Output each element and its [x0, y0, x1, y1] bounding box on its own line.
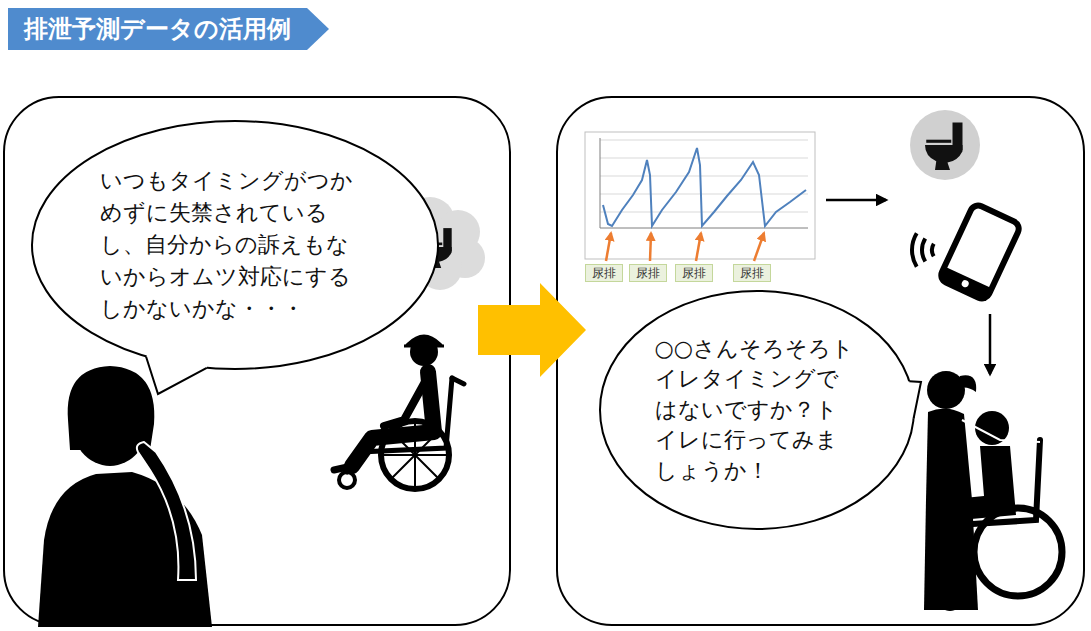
event-arrow	[650, 233, 651, 261]
grid-line	[600, 158, 808, 159]
care-scene-silhouette	[924, 371, 1062, 610]
caregiver-silhouette	[38, 366, 212, 627]
title-banner	[8, 8, 329, 50]
caregiver-arm	[962, 420, 1040, 442]
user-foot	[334, 466, 352, 470]
event-arrow	[754, 233, 764, 261]
event-tag: 尿排	[675, 264, 713, 282]
bubble-ellipse	[32, 121, 438, 369]
event-arrow	[606, 233, 611, 261]
excretion-chart	[585, 132, 815, 261]
event-tag: 尿排	[585, 264, 623, 282]
scene-panel	[557, 97, 1084, 625]
tag-text: 尿排	[682, 266, 706, 280]
tag-text: 尿排	[592, 266, 616, 280]
wireless-wave	[920, 237, 927, 262]
grid-line	[600, 194, 808, 195]
title-text: 排泄予測データの活用例	[24, 14, 291, 44]
event-tag: 尿排	[733, 264, 771, 282]
speech-text: いつもタイミングがつかめずに失禁されているし、自分からの訴えもないからオムツ対応…	[100, 165, 370, 324]
caregiver-head	[927, 371, 965, 409]
wireless-wave	[930, 243, 935, 258]
caregiver-hair	[68, 366, 155, 450]
speech-text: ○○さんそろそろトイレタイミングではないですか？トイレに行ってみましょうか！	[655, 334, 860, 486]
bubble-tail-fill	[146, 345, 210, 394]
chair-frame	[950, 440, 1040, 592]
phone-body	[939, 203, 1022, 301]
speech-bubble: いつもタイミングがつかめずに失禁されているし、自分からの訴えもないからオムツ対応…	[31, 120, 439, 370]
user-cap	[404, 336, 444, 346]
phone-bezel	[939, 266, 992, 301]
wheelchair-user	[334, 336, 464, 489]
phone-button	[961, 279, 970, 288]
toilet-badge	[910, 110, 980, 180]
caregiver-arm	[137, 442, 196, 580]
bubble-tail-fill	[894, 381, 921, 418]
user-limbs	[352, 372, 434, 466]
tag-text: 尿排	[636, 266, 660, 280]
flow-arrow	[989, 314, 992, 374]
toilet-icon	[925, 123, 963, 171]
chart-axes	[600, 138, 808, 228]
user-arm	[384, 380, 426, 426]
tag-text: 尿排	[740, 266, 764, 280]
bubble-ellipse	[600, 291, 914, 529]
bubble-tail-outline	[146, 356, 207, 394]
smartphone-icon	[939, 203, 1022, 301]
transition-arrow	[478, 283, 586, 377]
bubble-tail-outline	[909, 381, 921, 418]
grid-line	[600, 176, 808, 177]
toilet-bowl	[925, 145, 963, 170]
speech-bubble: ○○さんそろそろトイレタイミングではないですか？トイレに行ってみましょうか！	[599, 290, 915, 530]
event-tag: 尿排	[629, 264, 667, 282]
chair-handle	[452, 378, 464, 384]
event-arrow	[696, 233, 701, 261]
wireless-wave	[910, 232, 918, 268]
toilet-seat	[926, 140, 951, 143]
grid-line	[600, 140, 808, 141]
data-line	[603, 148, 806, 226]
user-body	[934, 446, 1016, 580]
flow-arrow	[826, 199, 886, 202]
caregiver-hair	[960, 375, 976, 392]
